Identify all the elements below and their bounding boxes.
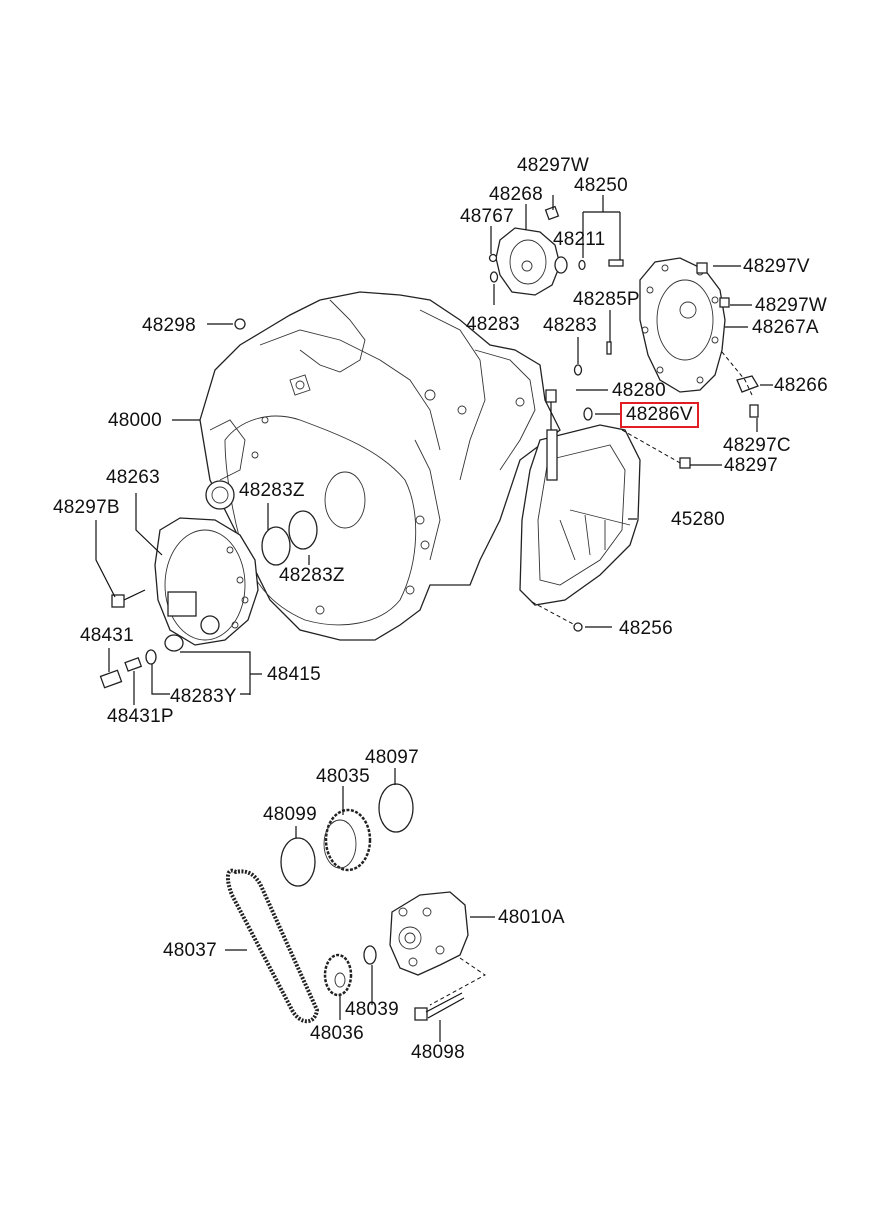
bolt-48256 (573, 622, 583, 632)
snap-ring-48039[interactable] (363, 945, 377, 965)
drive-sprocket[interactable] (323, 808, 372, 872)
part-label-48285p[interactable]: 48285P (573, 289, 640, 310)
part-label-48297[interactable]: 48297 (724, 455, 778, 476)
part-label-48286v-highlighted[interactable]: 48286V (620, 402, 699, 428)
part-label-48039[interactable]: 48039 (345, 999, 399, 1020)
driven-sprocket[interactable] (323, 953, 353, 997)
part-label-48097[interactable]: 48097 (365, 747, 419, 768)
part-label-48297b[interactable]: 48297B (53, 497, 120, 518)
accumulator-cover[interactable] (488, 227, 568, 296)
part-label-48283-a[interactable]: 48283 (466, 314, 520, 335)
part-label-48035[interactable]: 48035 (316, 766, 370, 787)
part-label-48256[interactable]: 48256 (619, 618, 673, 639)
part-label-48767[interactable]: 48767 (460, 206, 514, 227)
part-label-48267a[interactable]: 48267A (752, 317, 819, 338)
o-ring-48283z-a[interactable] (261, 526, 291, 566)
ring-48099[interactable] (280, 837, 316, 887)
oil-pump[interactable] (389, 891, 469, 976)
part-label-48298[interactable]: 48298 (142, 315, 196, 336)
part-label-48283z-b[interactable]: 48283Z (279, 565, 345, 586)
part-label-48098[interactable]: 48098 (411, 1042, 465, 1063)
leader-lines (95, 195, 773, 1042)
ring-48097[interactable] (378, 783, 414, 833)
part-label-48415[interactable]: 48415 (267, 664, 321, 685)
part-label-48099[interactable]: 48099 (263, 804, 317, 825)
part-label-48000[interactable]: 48000 (108, 410, 162, 431)
part-label-48010a[interactable]: 48010A (498, 907, 565, 928)
o-ring-48283z-b[interactable] (288, 510, 318, 550)
part-label-48297w-top[interactable]: 48297W (517, 155, 589, 176)
pump-bolt (414, 992, 465, 1021)
part-label-48280[interactable]: 48280 (612, 380, 666, 401)
part-label-48263[interactable]: 48263 (106, 467, 160, 488)
drive-chain[interactable] (225, 868, 320, 1024)
part-label-45280[interactable]: 45280 (671, 509, 725, 530)
part-label-48431[interactable]: 48431 (80, 625, 134, 646)
part-label-48283y[interactable]: 48283Y (170, 686, 237, 707)
front-cover[interactable] (154, 517, 259, 646)
part-label-48283z-a[interactable]: 48283Z (239, 480, 305, 501)
oil-pan[interactable] (519, 424, 641, 606)
part-label-48268[interactable]: 48268 (489, 184, 543, 205)
part-label-48297c[interactable]: 48297C (723, 435, 791, 456)
part-label-48037[interactable]: 48037 (163, 940, 217, 961)
part-label-48036[interactable]: 48036 (310, 1023, 364, 1044)
side-cover[interactable] (639, 257, 726, 393)
part-label-48297v[interactable]: 48297V (743, 256, 810, 277)
part-label-48297w-right[interactable]: 48297W (755, 295, 827, 316)
small-bolts-top (234, 205, 759, 469)
part-label-48431p[interactable]: 48431P (107, 706, 174, 727)
part-label-48266[interactable]: 48266 (774, 375, 828, 396)
transaxle-case[interactable] (199, 291, 561, 641)
oil-dipstick[interactable] (545, 389, 558, 481)
front-bolts (99, 589, 184, 689)
part-label-48283-b[interactable]: 48283 (543, 315, 597, 336)
part-label-48250[interactable]: 48250 (574, 175, 628, 196)
part-label-48211[interactable]: 48211 (553, 229, 606, 250)
